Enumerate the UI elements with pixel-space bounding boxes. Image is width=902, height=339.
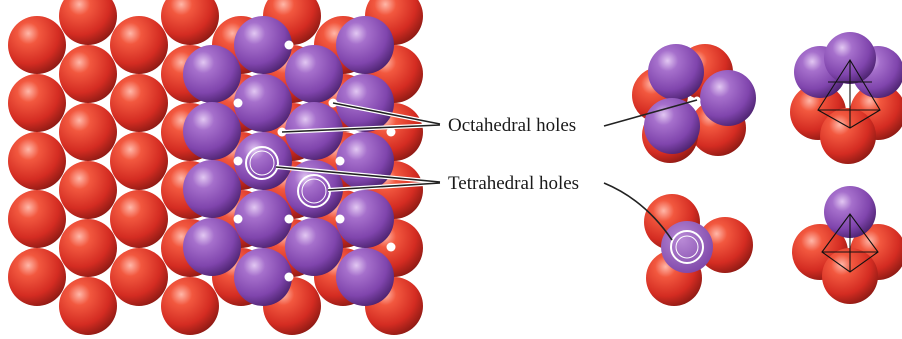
red-sphere: [8, 74, 66, 132]
purple-sphere: [183, 218, 241, 276]
red-sphere: [110, 16, 168, 74]
purple-sphere: [234, 248, 292, 306]
octahedral-holes-label: Octahedral holes: [448, 115, 576, 136]
purple-sphere: [336, 74, 394, 132]
purple-sphere: [234, 190, 292, 248]
purple-sphere: [661, 221, 713, 273]
octahedral-hole: [234, 99, 243, 108]
purple-sphere: [234, 132, 292, 190]
purple-sphere: [285, 45, 343, 103]
tetrahedral-holes-label: Tetrahedral holes: [448, 173, 579, 194]
purple-sphere: [700, 70, 756, 126]
octahedral-hole: [285, 215, 294, 224]
red-sphere: [59, 103, 117, 161]
red-sphere: [8, 132, 66, 190]
purple-sphere: [183, 160, 241, 218]
octahedral-hole: [285, 273, 294, 282]
tetrahedral-hole-model-side-view: [792, 186, 902, 304]
purple-sphere: [183, 45, 241, 103]
purple-sphere: [336, 248, 394, 306]
red-sphere: [59, 161, 117, 219]
red-sphere: [110, 132, 168, 190]
octahedral-hole: [336, 215, 345, 224]
red-sphere: [8, 16, 66, 74]
purple-sphere: [183, 102, 241, 160]
tetrahedral-hole-model-top-view: [644, 194, 753, 306]
octahedral-hole-model-side-view: [790, 32, 902, 164]
purple-sphere: [234, 74, 292, 132]
purple-sphere: [336, 132, 394, 190]
purple-sphere: [285, 218, 343, 276]
red-sphere: [8, 190, 66, 248]
octahedral-hole: [234, 157, 243, 166]
octahedral-hole: [285, 41, 294, 50]
red-sphere: [110, 190, 168, 248]
red-sphere: [8, 248, 66, 306]
red-sphere: [59, 219, 117, 277]
red-sphere: [59, 277, 117, 335]
octahedral-hole-model-top-view: [632, 44, 756, 163]
red-sphere: [161, 277, 219, 335]
red-sphere: [110, 248, 168, 306]
purple-sphere: [336, 16, 394, 74]
purple-sphere: [234, 16, 292, 74]
main-lattice: [8, 0, 423, 335]
purple-sphere: [648, 44, 704, 100]
red-sphere: [59, 45, 117, 103]
purple-sphere: [336, 190, 394, 248]
red-sphere: [161, 0, 219, 45]
octahedral-hole: [336, 157, 345, 166]
red-sphere: [59, 0, 117, 45]
red-sphere: [110, 74, 168, 132]
octahedral-hole: [387, 243, 396, 252]
octahedral-hole: [234, 215, 243, 224]
